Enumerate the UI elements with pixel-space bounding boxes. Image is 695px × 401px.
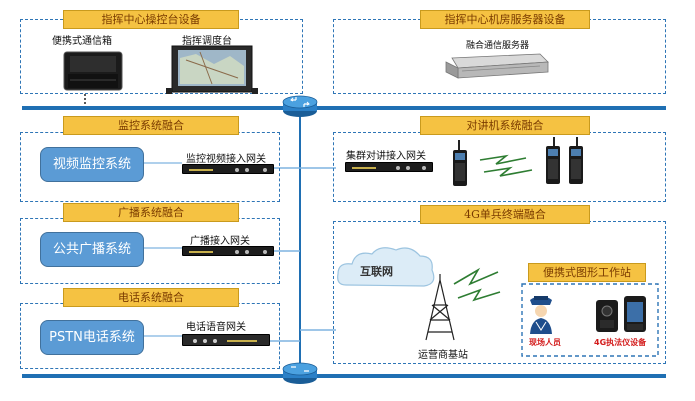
internet-label: 互联网 [360, 265, 393, 278]
radio-icon [453, 140, 467, 186]
server-room-section-title: 指挥中心机房服务器设备 [420, 10, 590, 29]
camera-icon [596, 300, 618, 332]
video-gateway-label: 监控视频接入网关 [186, 154, 266, 165]
base-station-label: 运营商基站 [418, 350, 468, 361]
monitoring-section-title: 监控系统融合 [63, 116, 239, 135]
radio-icon [569, 137, 583, 184]
trunk-gateway-label: 集群对讲接入网关 [346, 151, 426, 162]
fusion-server-label: 融合通信服务器 [466, 41, 530, 51]
tower-icon [425, 274, 455, 341]
lightning-icon [479, 154, 533, 177]
field-staff-label: 现场人员 [529, 338, 561, 347]
video-monitoring-system: 视频监控系统 [40, 147, 144, 182]
radio-icon [546, 137, 560, 184]
telephone-section-title: 电话系统融合 [63, 288, 239, 307]
broadcast-gateway-device [182, 246, 274, 256]
trunk-gateway-device [345, 162, 433, 172]
pstn-telephone-system: PSTN电话系统 [40, 320, 144, 355]
broadcast-gateway-label: 广播接入网关 [190, 236, 250, 247]
police-officer-icon [530, 296, 552, 334]
single-soldier-section-title: 4G单兵终端融合 [420, 205, 590, 224]
router-icon [282, 95, 318, 117]
video-gateway-device [182, 164, 274, 174]
console-section-title: 指挥中心操控台设备 [63, 10, 239, 29]
dispatch-desk-label: 指挥调度台 [182, 36, 232, 47]
public-broadcast-system: 公共广播系统 [40, 232, 144, 267]
portable-box-label: 便携式通信箱 [52, 36, 112, 47]
cloud-icon [337, 247, 435, 287]
recorder-label: 4G执法仪设备 [594, 338, 647, 347]
intercom-section-title: 对讲机系统融合 [420, 116, 590, 135]
voice-gateway-device [182, 334, 270, 346]
camera-icon [624, 296, 646, 332]
voice-gateway-label: 电话语音网关 [186, 322, 246, 333]
portable-workstation-title: 便携式图形工作站 [528, 263, 646, 282]
bottom-network-bus [22, 374, 666, 378]
broadcast-section-title: 广播系统融合 [63, 203, 239, 222]
top-network-bus [22, 106, 666, 110]
router-icon [282, 362, 318, 384]
lightning-icon [453, 267, 501, 302]
